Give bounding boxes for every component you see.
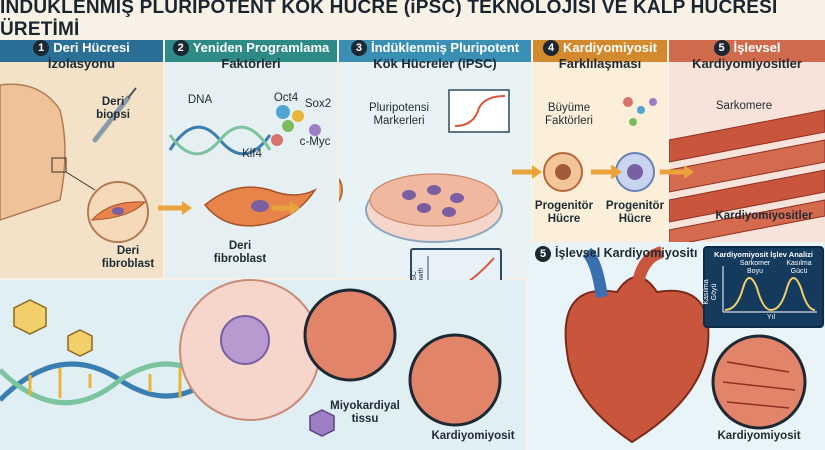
label-kardiyomiyositler: Kardiyomiyositler	[715, 210, 813, 222]
label-analysis-xlabel: Yıl	[766, 314, 776, 321]
label-oct4: Oct4	[273, 92, 299, 104]
label-deri-fibroblast-1: Deri fibroblast	[101, 245, 155, 270]
label-buyume: Büyüme Faktörleri	[545, 102, 593, 127]
label-deri-fibroblast-2: Deri fibroblast	[213, 240, 267, 265]
reprogramming-illustration	[168, 105, 321, 227]
label-klf4: Klf4	[242, 148, 262, 160]
label-miyokardiyal: Miyokardiyal tissu	[330, 400, 400, 425]
label-kardiyomiyosit-1: Kardiyomiyosit	[431, 430, 515, 442]
label-peak-2: Kasılma Gücü	[786, 260, 812, 275]
label-sox2: Sox2	[304, 98, 332, 110]
label-progenitor-1: Progenitör Hücre	[534, 200, 594, 225]
label-peak-1: Sarkomer Boyu	[739, 260, 771, 275]
label-analysis-ylabel: Kasılma Göyü	[703, 279, 718, 305]
label-kardiyomiyosit-2: Kardiyomiyosit	[717, 430, 801, 442]
skin-biopsy-illustration	[0, 83, 149, 243]
bottom-section: Miyokardiyal tissu Kardiyomiyosit	[0, 279, 825, 450]
label-cmyc: c-Myc	[299, 136, 331, 148]
tissue-panel: Miyokardiyal tissu Kardiyomiyosit	[0, 279, 525, 450]
dna-tissue-illustration	[0, 279, 502, 437]
label-sarkomere: Sarkomere	[715, 100, 773, 112]
heart-illustration	[564, 246, 807, 444]
label-progenitor-2: Progenitör Hücre	[605, 200, 665, 225]
label-deri-biopsi: Deri biopsi	[96, 96, 130, 121]
label-pluripotensi: Pluripotensi Markerleri	[368, 102, 430, 127]
ipsc-illustration	[339, 89, 510, 243]
page-title: İNDÜKLENMİŞ PLURİPOTENT KÖK HÜCRE (iPSC)…	[0, 0, 778, 40]
cardiomyocyte-tissue-illustration	[669, 109, 825, 247]
analysis-chart: Kardiyomiyosit İşlev Analizi Sarkomer Bo…	[703, 246, 824, 328]
label-dna: DNA	[187, 94, 213, 106]
analysis-chart-title: Kardiyomiyosit İşlev Analizi	[714, 250, 813, 259]
